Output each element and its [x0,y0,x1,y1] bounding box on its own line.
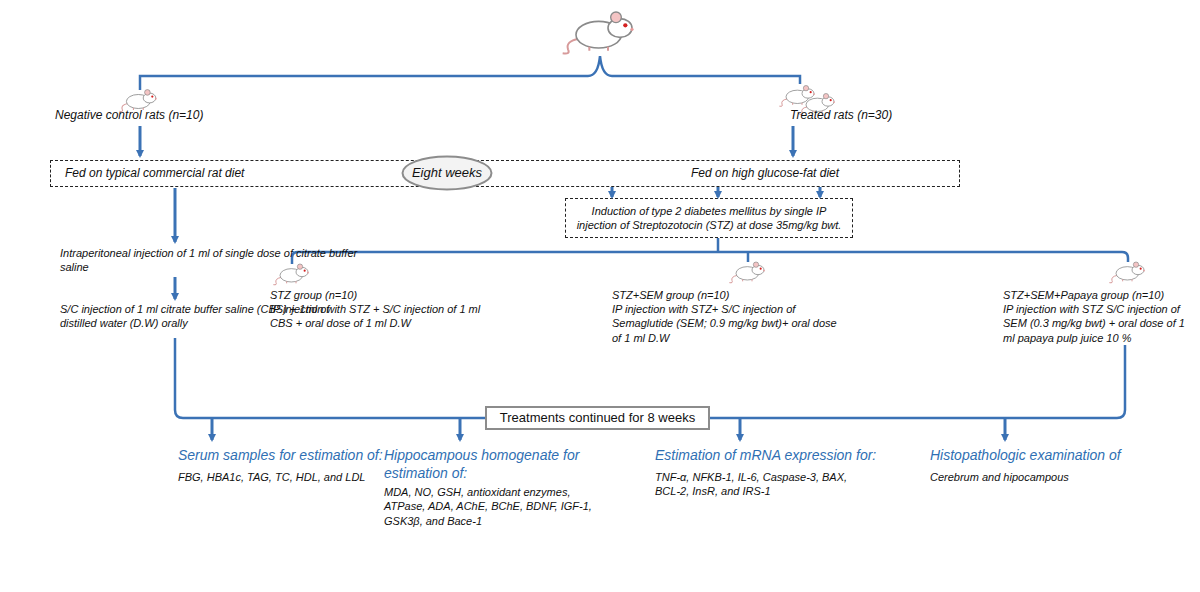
flow-arrow [611,187,614,197]
note-text: TNF-α, NFKB-1, IL-6, Caspase-3, BAX, BCL… [655,470,870,499]
process-box: Treatments continued for 8 weeks [485,406,710,430]
note-text: IP injection with STZ S/C injection of S… [1003,302,1193,345]
note-text: Negative control rats (n=10) [55,108,265,124]
flow-arrow [174,188,177,242]
rat-illustration [563,12,634,54]
flow-arrow [717,187,720,197]
flow-arrow [174,277,177,299]
flow-arrow [211,418,214,440]
flow-arrow [139,126,142,156]
rat-illustration [1109,262,1144,283]
flow-arrow [739,418,742,440]
section-heading: Estimation of mRNA expression for: [655,446,905,464]
node-text: Eight weeks [401,155,493,191]
node-text: Treatments continued for 8 weeks [487,408,708,428]
note-text: STZ+SEM+Papaya group (n=10) [1003,288,1193,302]
dashed-process-box: Induction of type 2 diabetes mellitus by… [565,198,853,238]
ellipse-node: Eight weeks [401,155,493,191]
note-text: IP injection with STZ + S/C injection of… [270,302,485,331]
flow-arrow [1004,418,1007,440]
note-text: Cerebrum and hipocampous [930,470,1140,484]
note-text: FBG, HBA1c, TAG, TC, HDL, and LDL [178,470,388,484]
node-text: Fed on high glucose-fat diet [691,166,839,180]
node-text: Fed on typical commercial rat diet [65,166,244,180]
dashed-phase-box: Fed on typical commercial rat diet Fed on… [50,160,960,187]
branch-line [718,238,748,262]
note-text: IP injection with STZ+ S/C injection of … [612,302,844,345]
note-text: STZ+SEM group (n=10) [612,288,842,302]
note-text: MDA, NO, GSH, antioxidant enzymes, ATPas… [384,485,599,528]
node-text: Induction of type 2 diabetes mellitus by… [566,199,852,237]
note-text: Intraperitoneal injection of 1 ml of sin… [60,246,360,275]
rat-illustration [273,264,308,285]
section-heading: Hippocampous homogenate for estimation o… [384,446,594,482]
section-heading: Serum samples for estimation of: [178,446,388,464]
flow-arrow [792,126,795,156]
branch-line [140,56,800,90]
note-text: STZ group (n=10) [270,288,480,302]
flow-arrow [819,187,822,197]
note-text: Treated rats (n=30) [790,108,950,124]
branch-line [292,252,1128,264]
section-heading: Histopathologic examination of [930,446,1170,464]
flow-arrow [459,418,462,440]
rat-illustration [729,262,764,283]
